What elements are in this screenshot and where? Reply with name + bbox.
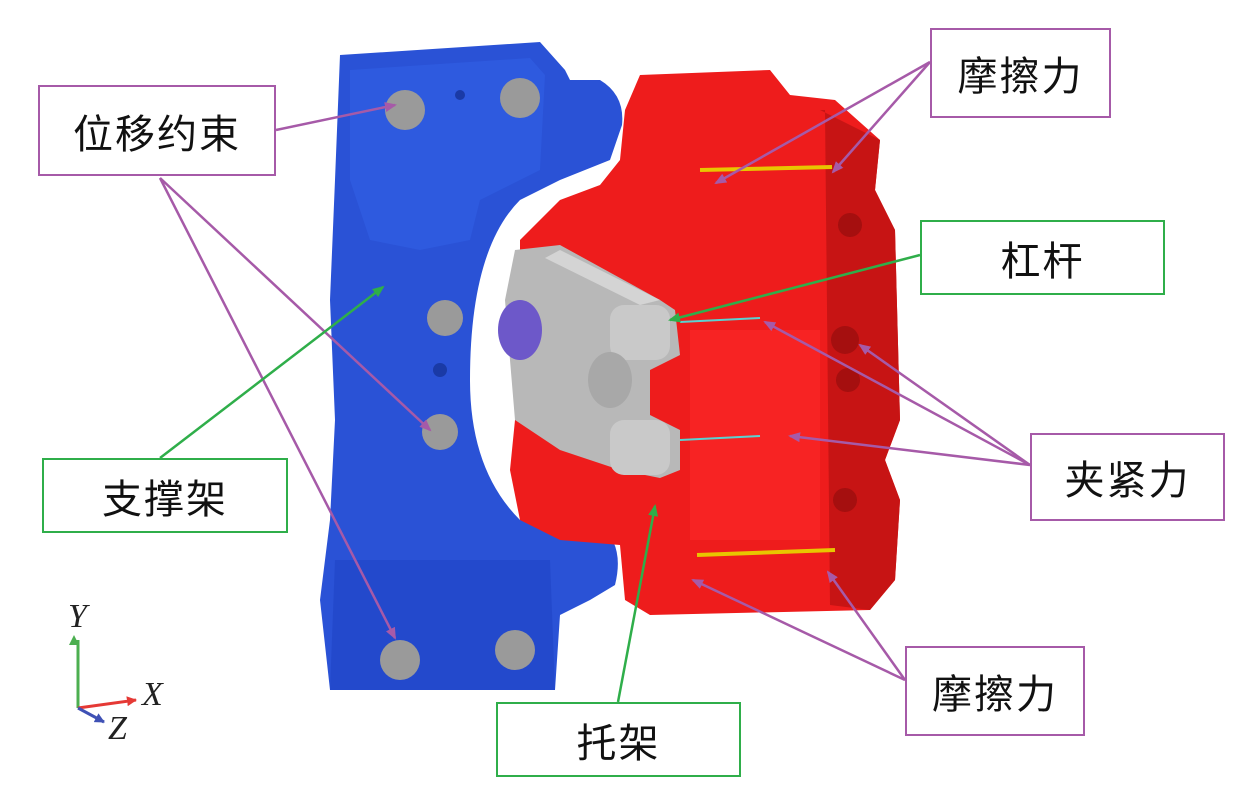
arrow-clamp-1	[763, 320, 1031, 467]
axis-label-x: X	[142, 676, 163, 713]
arrow-friction-top-2	[831, 61, 931, 174]
label-support-frame: 支撑架	[42, 458, 288, 533]
arrow-constraint-mid	[159, 177, 432, 432]
arrow-support-frame	[159, 285, 385, 459]
arrow-clamp-2	[788, 432, 1031, 467]
arrow-constraint-top	[275, 102, 397, 132]
label-lever: 杠杆	[920, 220, 1165, 295]
caliper-body-shape	[510, 70, 900, 615]
coordinate-axes	[69, 635, 137, 724]
purple-arrows	[158, 60, 1031, 682]
arrow-clamp-3	[858, 343, 1031, 467]
arrow-bracket	[616, 504, 659, 703]
axis-label-y: Y	[68, 598, 87, 635]
arrow-friction-bottom-2	[826, 570, 907, 681]
label-clamping-force: 夹紧力	[1030, 433, 1225, 521]
green-arrows	[159, 253, 921, 703]
z-axis-arrow	[77, 706, 105, 724]
arrow-friction-top-1	[714, 60, 931, 185]
axis-label-z: Z	[108, 710, 127, 747]
label-friction-top: 摩擦力	[930, 28, 1111, 118]
arrow-lever	[668, 253, 921, 323]
label-displacement-constraint: 位移约束	[38, 85, 276, 176]
bracket-shape	[498, 245, 680, 478]
label-friction-bottom: 摩擦力	[905, 646, 1085, 736]
arrow-friction-bottom-1	[691, 578, 906, 682]
arrow-constraint-bottom	[158, 177, 397, 640]
x-axis-arrow	[77, 696, 137, 710]
label-bracket: 托架	[496, 702, 741, 777]
